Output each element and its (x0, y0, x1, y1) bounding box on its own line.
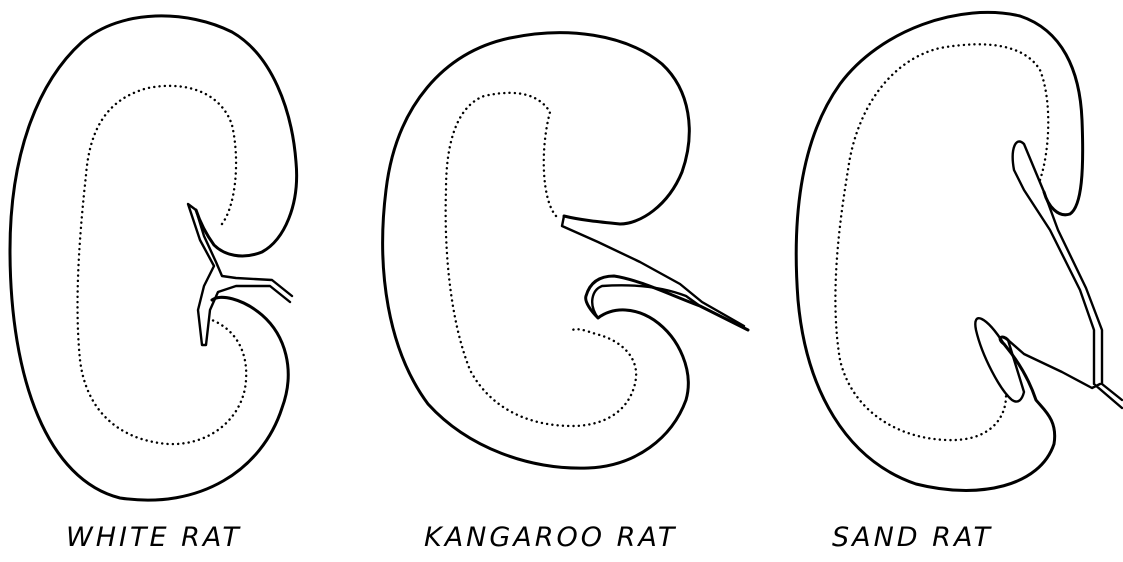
white-rat-medulla-boundary (78, 86, 247, 444)
sand-rat-ureter (1008, 142, 1122, 408)
sand-rat-label: SAND RAT (832, 522, 993, 553)
white-rat-kidney-outline (10, 16, 297, 500)
sand-rat-medulla-boundary (835, 44, 1048, 440)
kangaroo-rat-label: KANGAROO RAT (424, 522, 677, 553)
white-rat-label: WHITE RAT (66, 522, 242, 553)
kangaroo-rat-medulla-boundary (446, 93, 637, 426)
kangaroo-rat-kidney-outline (383, 33, 748, 468)
sand-rat-kidney (796, 12, 1122, 490)
sand-rat-kidney-outline (796, 12, 1082, 490)
kangaroo-rat-kidney (383, 33, 748, 468)
white-rat-kidney (10, 16, 297, 500)
